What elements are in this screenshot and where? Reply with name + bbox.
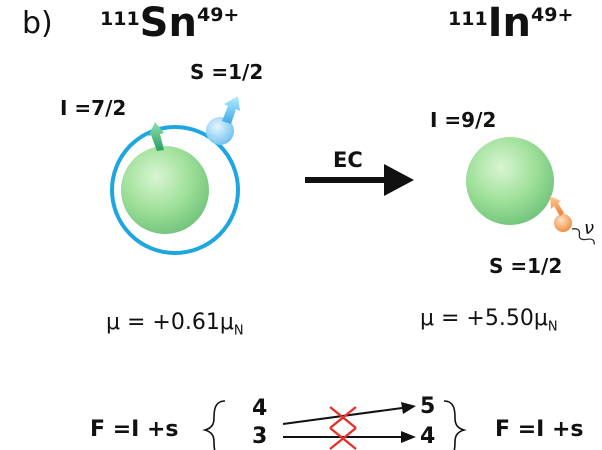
nuclear-spin-arrow-icon [148,122,164,151]
parent-symbol: Sn [139,0,197,46]
left-level-upper: 4 [252,396,268,421]
left-level-lower: 3 [252,424,268,449]
neutrino [554,214,572,232]
parent-electron-spin: S =1/2 [190,60,264,84]
parent-moment-subscript: N [233,323,244,339]
daughter-moment-value: μ = +5.50μ [420,306,548,331]
daughter-moment-subscript: N [547,319,558,335]
electron-orbit [110,125,240,255]
daughter-nuclear-spin: I =9/2 [430,108,497,132]
right-hyperfine-label: F =I +s [495,417,584,442]
parent-moment-value: μ = +0.61μ [106,310,234,335]
parent-isotope-label: 111Sn49+ [100,0,239,46]
neutrino-symbol: ν [584,218,595,239]
daughter-magnetic-moment: μ = +5.50μN [420,306,558,334]
daughter-mass-number: 111 [448,8,488,30]
forbidden-cross-icon [329,406,357,429]
right-brace [443,400,467,450]
right-level-lower: 4 [420,424,436,449]
left-hyperfine-label: F =I +s [90,417,179,442]
daughter-charge: 49+ [531,4,574,26]
left-brace [202,400,226,450]
in-nucleus [466,137,554,225]
electron-spin-arrow-icon [222,96,240,124]
panel-label: b) [22,6,53,41]
daughter-symbol: In [487,0,532,46]
electron [206,117,234,145]
parent-mass-number: 111 [100,8,140,30]
parent-nuclear-spin: I =7/2 [60,96,127,120]
sn-nucleus [121,146,209,234]
parent-charge: 49+ [196,4,240,26]
decay-arrow [305,164,414,196]
right-level-upper: 5 [420,394,436,419]
neutrino-spin-arrow-icon [550,196,564,216]
decay-label: EC [333,148,363,172]
parent-magnetic-moment: μ = +0.61μN [106,310,244,338]
forbidden-cross-icon [329,427,357,450]
neutrino-wave [571,228,595,245]
daughter-electron-spin: S =1/2 [489,254,563,278]
daughter-isotope-label: 111In49+ [448,0,573,46]
